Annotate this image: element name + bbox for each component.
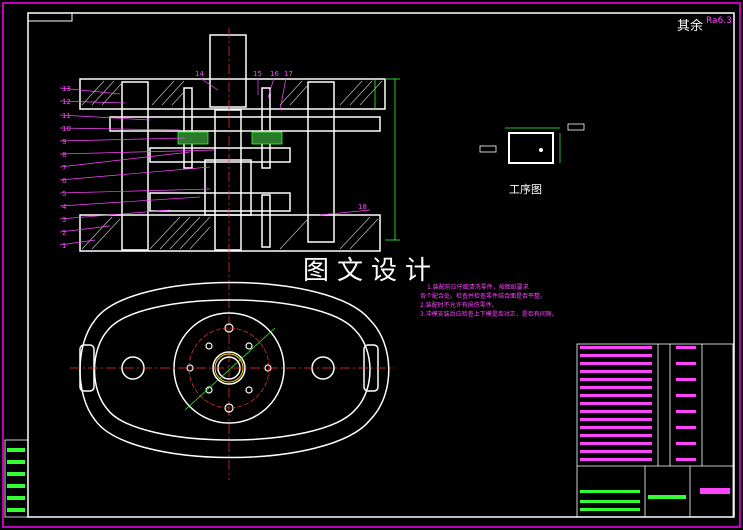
svg-text:2: 2 xyxy=(62,229,66,237)
title-block-cells xyxy=(580,490,686,511)
process-drawing-label: 工序图 xyxy=(509,183,542,196)
binding-strip xyxy=(4,439,29,518)
svg-text:12: 12 xyxy=(62,98,71,106)
svg-text:9: 9 xyxy=(62,138,66,146)
svg-text:11: 11 xyxy=(62,112,71,120)
rubber-pads xyxy=(177,131,283,145)
watermark-text: 图文设计 xyxy=(303,256,440,286)
section-view xyxy=(79,34,386,252)
svg-text:14: 14 xyxy=(195,70,204,78)
bom-rows xyxy=(580,346,730,494)
bom-table xyxy=(576,343,734,518)
section-hatching xyxy=(81,80,383,250)
svg-text:13: 13 xyxy=(62,85,71,93)
height-dimensions xyxy=(374,78,400,241)
diameter-dimension xyxy=(184,327,276,411)
svg-text:1: 1 xyxy=(62,242,66,250)
svg-text:5: 5 xyxy=(62,190,66,198)
tech-note-line: 1.装配前应仔细清洗零件，按图纸要求 xyxy=(427,284,529,291)
svg-text:18: 18 xyxy=(358,203,367,211)
tech-note-line: 3.冲模安装后应检查上下模是否对正，是否有间隙。 xyxy=(420,311,558,318)
tech-note-line: 各个配合处。检查并检查零件结合面是否平整。 xyxy=(420,293,547,300)
process-sketch xyxy=(479,123,585,164)
roughness-symbol: Ra6.3 xyxy=(706,16,732,26)
balloon-leaders xyxy=(59,77,371,246)
tech-note-line: 2.装配时不允许有损伤零件。 xyxy=(420,302,498,309)
top-left-tab xyxy=(27,12,73,22)
svg-text:16: 16 xyxy=(270,70,279,78)
svg-text:3: 3 xyxy=(62,216,66,224)
svg-text:8: 8 xyxy=(62,151,66,159)
svg-text:7: 7 xyxy=(62,164,66,172)
svg-text:4: 4 xyxy=(62,203,67,211)
roughness-note-label: 其余 xyxy=(677,19,704,34)
inner-frame xyxy=(27,12,735,518)
svg-text:6: 6 xyxy=(62,177,67,185)
plan-view xyxy=(79,281,390,459)
svg-text:15: 15 xyxy=(253,70,262,78)
svg-text:10: 10 xyxy=(62,125,71,133)
svg-text:17: 17 xyxy=(284,70,293,78)
